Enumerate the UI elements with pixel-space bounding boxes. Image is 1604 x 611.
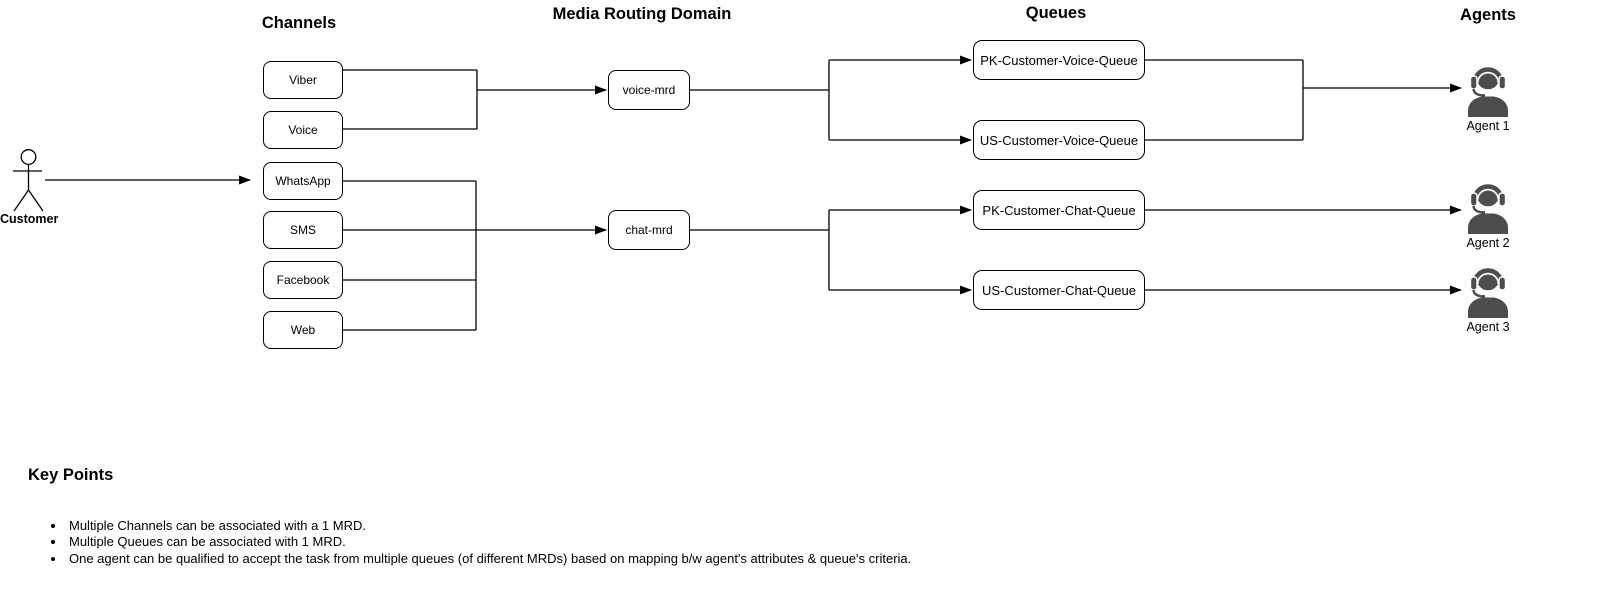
connector-chat-channels-to-chat-mrd: [343, 180, 607, 331]
channel-node-voice: Voice: [263, 111, 343, 149]
channel-node-whatsapp: WhatsApp: [263, 162, 343, 200]
connector-voice-channels-to-voice-mrd: [343, 69, 607, 130]
agent-label-1: Agent 1: [1466, 119, 1510, 133]
mrd-node-chat-mrd: chat-mrd: [608, 210, 690, 250]
agent-headset-icon: [1468, 64, 1508, 117]
column-title-agents: Agents: [1460, 6, 1516, 24]
column-title-media-routing-domain: Media Routing Domain: [552, 5, 732, 23]
customer-label: Customer: [0, 212, 59, 226]
queue-node-us-customer-chat-queue: US-Customer-Chat-Queue: [973, 270, 1145, 310]
queue-node-pk-customer-chat-queue: PK-Customer-Chat-Queue: [973, 190, 1145, 230]
queue-node-us-customer-voice-queue: US-Customer-Voice-Queue: [973, 120, 1145, 160]
agent-label-3: Agent 3: [1466, 320, 1510, 334]
channel-node-sms: SMS: [263, 211, 343, 249]
column-title-queues: Queues: [1025, 4, 1087, 22]
connector-voice-mrd-to-voice-queues: [690, 55, 972, 145]
agent-label-2: Agent 2: [1466, 236, 1510, 250]
agent-headset-icon: [1468, 265, 1508, 318]
column-title-channels: Channels: [261, 14, 337, 32]
channel-node-web: Web: [263, 311, 343, 349]
mrd-node-voice-mrd: voice-mrd: [608, 70, 690, 110]
agent-headset-icon: [1468, 181, 1508, 234]
connector-chat-mrd-to-chat-queues: [690, 205, 972, 295]
queue-node-pk-customer-voice-queue: PK-Customer-Voice-Queue: [973, 40, 1145, 80]
channel-node-facebook: Facebook: [263, 261, 343, 299]
customer-stick-figure-icon: [13, 149, 44, 212]
key-points-title: Key Points: [28, 466, 114, 484]
key-point-item: Multiple Channels can be associated with…: [66, 518, 911, 534]
key-points-list: Multiple Channels can be associated with…: [49, 518, 911, 567]
channel-node-viber: Viber: [263, 61, 343, 99]
key-point-item: One agent can be qualified to accept the…: [66, 551, 911, 567]
key-point-item: Multiple Queues can be associated with 1…: [66, 534, 911, 550]
connector-voice-queues-to-agent1: [1145, 59, 1462, 141]
